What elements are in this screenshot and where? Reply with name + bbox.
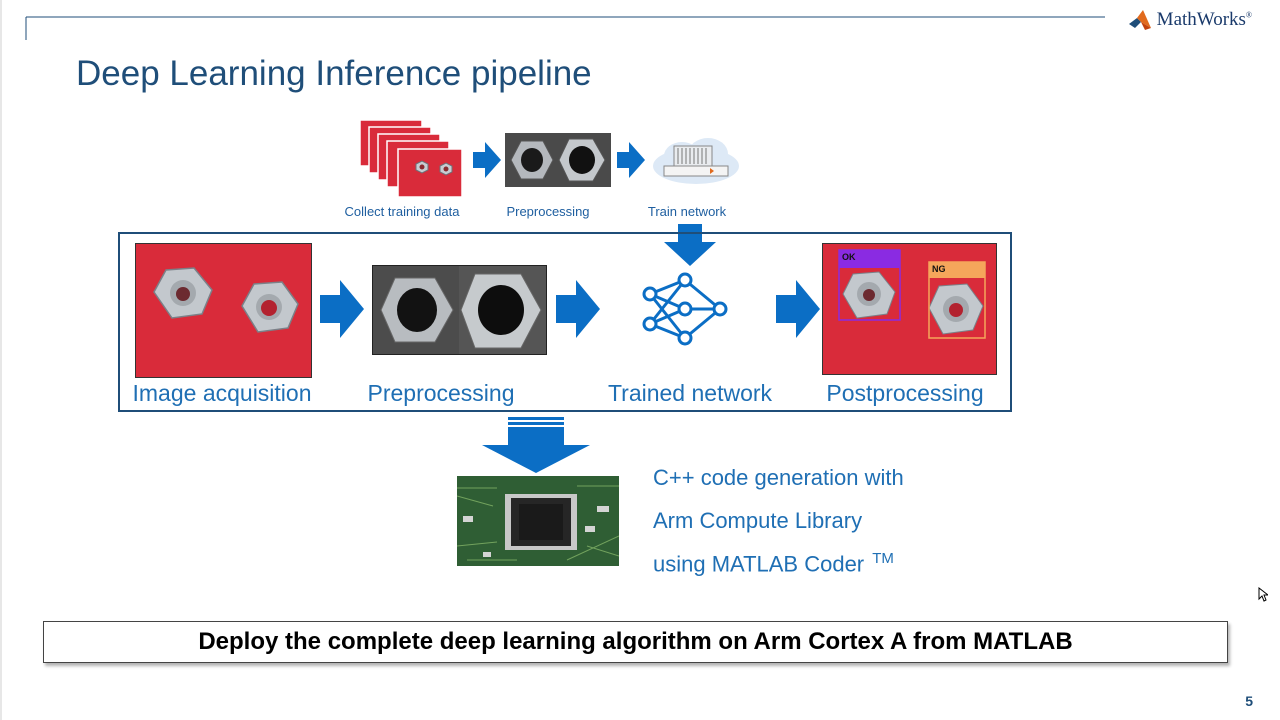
mathworks-logo: MathWorks® [1127, 8, 1252, 32]
training-label-collect: Collect training data [344, 204, 460, 219]
page-number: 5 [1245, 693, 1253, 709]
ng-detection-label: NG [932, 264, 946, 274]
arrow-right-icon [617, 142, 645, 178]
arrow-right-icon [473, 142, 501, 178]
codegen-line-2: Arm Compute Library [653, 508, 863, 533]
postprocessed-image [822, 243, 997, 375]
neural-network-icon [642, 272, 728, 346]
training-images-icon [359, 119, 463, 198]
acquired-image [135, 243, 312, 378]
codegen-line-3: using MATLAB Coder TM [653, 550, 894, 577]
codegen-line-1: C++ code generation with [653, 465, 904, 490]
trademark-symbol: TM [872, 550, 894, 567]
slide-title: Deep Learning Inference pipeline [76, 54, 592, 93]
arrow-right-icon [776, 280, 820, 338]
codegen-line-3-text: using MATLAB Coder [653, 551, 865, 577]
membrane-icon [1128, 10, 1151, 30]
pipeline-label-acquisition: Image acquisition [132, 380, 312, 406]
training-label-train: Train network [647, 204, 727, 219]
training-label-preprocessing: Preprocessing [506, 204, 590, 219]
deploy-arrow-icon [482, 417, 590, 473]
arrow-down-icon [664, 224, 716, 266]
inference-pipeline-frame [118, 232, 1012, 412]
pipeline-label-trained-network: Trained network [607, 380, 773, 406]
pipeline-label-preprocessing: Preprocessing [367, 380, 515, 406]
mouse-cursor-icon [1258, 587, 1268, 602]
arm-board-image [457, 476, 619, 566]
ok-detection-label: OK [842, 252, 856, 262]
preprocessed-image [372, 265, 547, 355]
preprocessed-sample-image [505, 133, 611, 187]
logo-text: MathWorks® [1156, 9, 1252, 30]
deploy-banner-text: Deploy the complete deep learning algori… [198, 628, 1073, 655]
arrow-right-icon [320, 280, 364, 338]
arrow-right-icon [556, 280, 600, 338]
training-data-stack [359, 119, 465, 200]
cloud-server-icon [652, 136, 740, 186]
pipeline-label-postprocessing: Postprocessing [826, 380, 984, 406]
deploy-banner: Deploy the complete deep learning algori… [43, 621, 1228, 663]
